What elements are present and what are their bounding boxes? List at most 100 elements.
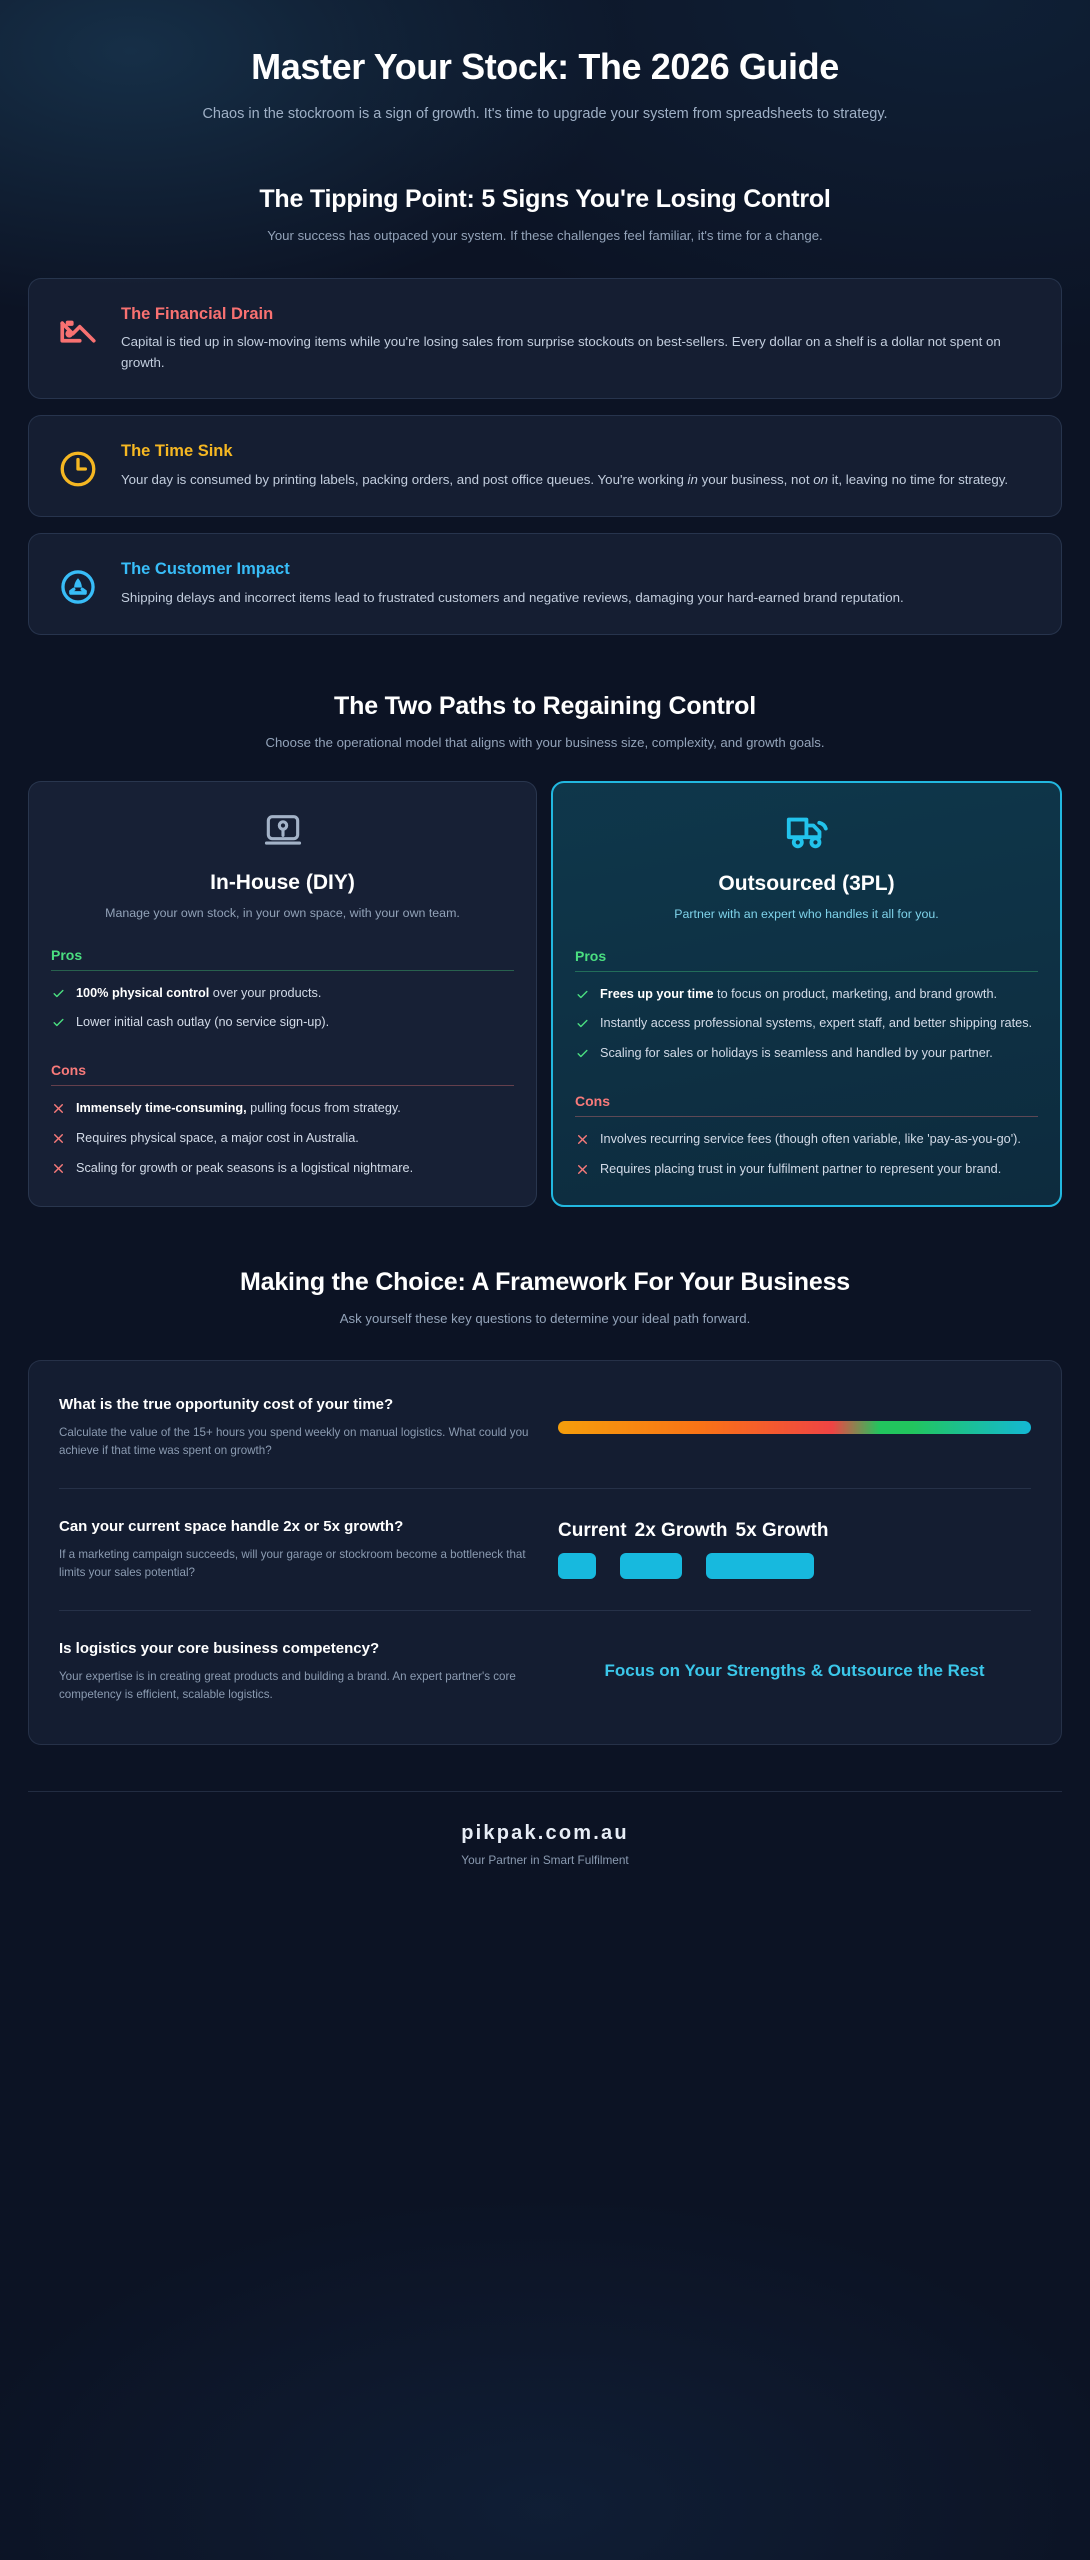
list-item-text: Lower initial cash outlay (no service si… xyxy=(76,1015,330,1030)
paths-comparison: In-House (DIY) Manage your own stock, in… xyxy=(0,759,1090,1215)
pros-list: Frees up your time to focus on product, … xyxy=(575,985,1038,1063)
cons-divider xyxy=(575,1115,1038,1117)
cons-label: Cons xyxy=(51,1062,86,1079)
pain-section-subtitle: Your success has outpaced your system. I… xyxy=(267,227,823,243)
question-visual: Focus on Your Strengths & Outsource the … xyxy=(558,1660,1031,1683)
path-card-in-house[interactable]: In-House (DIY) Manage your own stock, in… xyxy=(28,780,537,1207)
cross-icon xyxy=(51,1130,65,1147)
question-title: What is the true opportunity cost of you… xyxy=(59,1396,394,1414)
framework-section-subtitle: Ask yourself these key questions to dete… xyxy=(339,1310,751,1326)
framework-card: What is the true opportunity cost of you… xyxy=(28,1360,1062,1746)
warehouse-lock-icon xyxy=(51,808,514,854)
path-subtitle: Manage your own stock, in your own space… xyxy=(105,905,460,920)
list-item: Scaling for growth or peak seasons is a … xyxy=(51,1159,514,1178)
pain-card: The Financial Drain Capital is tied up i… xyxy=(28,277,1062,399)
question-desc: Calculate the value of the 15+ hours you… xyxy=(59,1426,529,1458)
framework-section-header: Making the Choice: A Framework For Your … xyxy=(0,1215,1090,1335)
pain-card-title: The Financial Drain xyxy=(121,304,274,323)
cross-icon xyxy=(51,1160,65,1177)
check-icon xyxy=(575,1045,589,1062)
list-item-text: Requires physical space, a major cost in… xyxy=(76,1130,359,1145)
framework-question-row: What is the true opportunity cost of you… xyxy=(59,1367,1031,1488)
growth-chart-bars xyxy=(558,1553,1031,1580)
list-item: Requires placing trust in your fulfilmen… xyxy=(575,1160,1038,1179)
pros-label: Pros xyxy=(51,946,83,963)
list-item: Immensely time-consuming, pulling focus … xyxy=(51,1099,514,1118)
desc-part: it, leaving no time for strategy. xyxy=(828,471,1009,487)
footer-brand[interactable]: pikpak.com.au xyxy=(461,1822,629,1845)
list-item-rest: pulling focus from strategy. xyxy=(246,1101,401,1116)
pain-section-header: The Tipping Point: 5 Signs You're Losing… xyxy=(0,166,1090,252)
list-item: Requires physical space, a major cost in… xyxy=(51,1129,514,1148)
pain-card-list: The Financial Drain Capital is tied up i… xyxy=(0,252,1090,645)
pain-card: The Customer Impact Shipping delays and … xyxy=(28,532,1062,635)
paths-section-subtitle: Choose the operational model that aligns… xyxy=(265,734,825,750)
pain-card-desc: Your day is consumed by printing labels,… xyxy=(121,470,1035,491)
paths-section-header: The Two Paths to Regaining Control Choos… xyxy=(0,645,1090,759)
path-subtitle: Partner with an expert who handles it al… xyxy=(674,906,939,921)
list-item-bold: Frees up your time xyxy=(600,986,714,1001)
check-icon xyxy=(575,1015,589,1032)
question-text-block: Can your current space handle 2x or 5x g… xyxy=(59,1517,532,1582)
path-title: In-House (DIY) xyxy=(210,870,355,894)
path-card-outsourced[interactable]: Outsourced (3PL) Partner with an expert … xyxy=(551,780,1062,1207)
question-desc: Your expertise is in creating great prod… xyxy=(59,1670,516,1702)
pain-section-title: The Tipping Point: 5 Signs You're Losing… xyxy=(259,184,831,213)
desc-emphasis: on xyxy=(813,471,829,487)
growth-bar-5x xyxy=(706,1553,814,1580)
framework-question-row: Can your current space handle 2x or 5x g… xyxy=(59,1488,1031,1610)
cons-list: Involves recurring service fees (though … xyxy=(575,1130,1038,1179)
pros-divider xyxy=(51,969,514,971)
framework-wrapper: What is the true opportunity cost of you… xyxy=(0,1334,1090,1755)
cons-list: Immensely time-consuming, pulling focus … xyxy=(51,1099,514,1177)
list-item: 100% physical control over your products… xyxy=(51,984,514,1003)
growth-capacity-chart: Current 2x Growth 5x Growth xyxy=(558,1520,1031,1580)
growth-chart-labels: Current 2x Growth 5x Growth xyxy=(558,1520,1031,1542)
check-icon xyxy=(51,1014,65,1031)
check-icon xyxy=(575,986,589,1003)
focus-callout-text: Focus on Your Strengths & Outsource the … xyxy=(604,1661,985,1681)
cons-label: Cons xyxy=(575,1092,610,1109)
money-trending-down-icon xyxy=(55,309,101,355)
paths-section-title: The Two Paths to Regaining Control xyxy=(334,691,756,720)
hero-subtitle: Chaos in the stockroom is a sign of grow… xyxy=(202,106,888,123)
list-item-text: Scaling for growth or peak seasons is a … xyxy=(76,1160,414,1175)
growth-label-current: Current xyxy=(558,1520,627,1542)
check-icon xyxy=(51,985,65,1002)
list-item-text: Scaling for sales or holidays is seamles… xyxy=(600,1046,993,1061)
cross-icon xyxy=(575,1131,589,1148)
pain-card: The Time Sink Your day is consumed by pr… xyxy=(28,414,1062,517)
pros-divider xyxy=(575,970,1038,972)
question-desc: If a marketing campaign succeeds, will y… xyxy=(59,1548,526,1580)
desc-part: Your day is consumed by printing labels,… xyxy=(121,471,688,487)
question-title: Is logistics your core business competen… xyxy=(59,1640,380,1658)
list-item: Lower initial cash outlay (no service si… xyxy=(51,1013,514,1032)
opportunity-cost-gradient-bar xyxy=(558,1421,1031,1435)
footer-tagline: Your Partner in Smart Fulfilment xyxy=(461,1853,629,1868)
list-item-text: Requires placing trust in your fulfilmen… xyxy=(600,1161,1002,1176)
cross-icon xyxy=(575,1161,589,1178)
list-item-rest: to focus on product, marketing, and bran… xyxy=(713,986,998,1001)
list-item: Instantly access professional systems, e… xyxy=(575,1014,1038,1033)
desc-emphasis: in xyxy=(687,471,698,487)
list-item: Involves recurring service fees (though … xyxy=(575,1130,1038,1149)
pros-list: 100% physical control over your products… xyxy=(51,984,514,1033)
question-text-block: Is logistics your core business competen… xyxy=(59,1639,532,1704)
list-item-text: Frees up your time to focus on product, … xyxy=(600,985,997,1004)
growth-label-5x: 5x Growth xyxy=(735,1520,829,1542)
cons-divider xyxy=(51,1085,514,1087)
list-item: Frees up your time to focus on product, … xyxy=(575,985,1038,1004)
pros-label: Pros xyxy=(575,947,607,964)
hero-section: Master Your Stock: The 2026 Guide Chaos … xyxy=(0,0,1090,166)
list-item-text: 100% physical control over your products… xyxy=(76,984,321,1003)
question-text-block: What is the true opportunity cost of you… xyxy=(59,1395,532,1460)
pain-card-desc: Capital is tied up in slow-moving items … xyxy=(121,334,1001,371)
footer: pikpak.com.au Your Partner in Smart Fulf… xyxy=(28,1791,1062,1903)
pain-card-title: The Time Sink xyxy=(121,441,233,460)
question-title: Can your current space handle 2x or 5x g… xyxy=(59,1518,404,1536)
list-item-text: Instantly access professional systems, e… xyxy=(600,1016,1033,1031)
list-item-bold: Immensely time-consuming, xyxy=(76,1101,247,1116)
growth-bar-current xyxy=(558,1553,596,1580)
question-visual: Current 2x Growth 5x Growth xyxy=(558,1520,1031,1580)
